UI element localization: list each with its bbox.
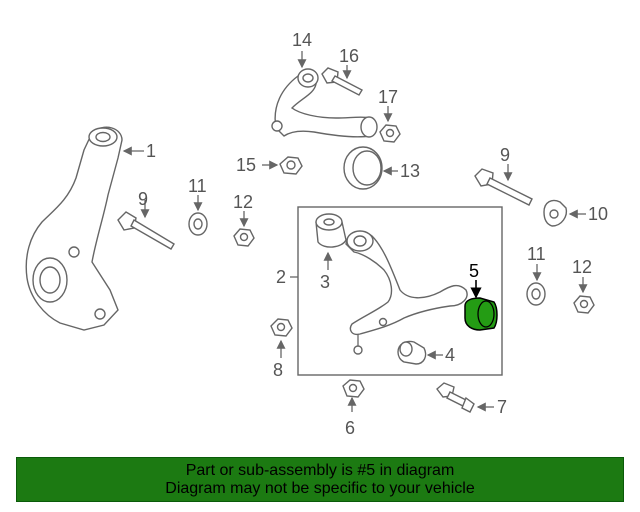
washer-11-left[interactable] — [188, 212, 208, 236]
nut-6[interactable] — [342, 379, 365, 398]
parts-diagram: 1 9 11 12 14 16 17 — [25, 30, 608, 438]
nut-17[interactable] — [379, 124, 401, 143]
upper-control-arm[interactable] — [271, 68, 378, 138]
banner-line-2: Diagram may not be specific to your vehi… — [165, 479, 475, 497]
nut-12-left[interactable] — [233, 228, 255, 247]
bushing-3[interactable] — [315, 213, 347, 248]
bolt-9-left[interactable] — [117, 211, 175, 250]
callout-3: 3 — [320, 272, 330, 292]
nut-8[interactable] — [270, 318, 293, 337]
callout-9-right: 9 — [500, 145, 510, 165]
callout-15: 15 — [236, 155, 256, 175]
callout-4: 4 — [445, 345, 455, 365]
bushing-4[interactable] — [397, 340, 427, 365]
callout-17: 17 — [378, 87, 398, 107]
callout-1: 1 — [146, 141, 156, 161]
callout-8: 8 — [273, 360, 283, 380]
callout-14: 14 — [292, 30, 312, 50]
seal-ring-13[interactable] — [343, 146, 383, 190]
callout-11-left: 11 — [188, 176, 207, 196]
callout-9-left: 9 — [138, 189, 148, 209]
callout-2: 2 — [276, 267, 286, 287]
lower-arm-assembly-box — [297, 206, 503, 376]
eccentric-washer-10[interactable] — [543, 199, 568, 227]
nut-15[interactable] — [279, 156, 303, 175]
steering-knuckle[interactable] — [25, 126, 123, 331]
callout-7: 7 — [497, 397, 507, 417]
callout-12-right: 12 — [572, 257, 592, 277]
lower-control-arm[interactable] — [345, 230, 468, 355]
callout-13: 13 — [400, 161, 420, 181]
info-banner: Part or sub-assembly is #5 in diagram Di… — [16, 457, 624, 502]
nut-12-right[interactable] — [573, 295, 595, 314]
callout-16: 16 — [339, 46, 359, 66]
washer-11-right[interactable] — [526, 282, 546, 306]
bolt-16[interactable] — [321, 67, 363, 96]
callout-6: 6 — [345, 418, 355, 438]
callout-5: 5 — [469, 261, 479, 281]
callout-11-right: 11 — [527, 244, 546, 264]
bushing-5-highlighted[interactable] — [464, 297, 498, 331]
banner-line-1: Part or sub-assembly is #5 in diagram — [185, 461, 455, 479]
callout-10: 10 — [588, 204, 608, 224]
callout-12-left: 12 — [233, 192, 253, 212]
bolt-9-right[interactable] — [474, 168, 533, 206]
bolt-7[interactable] — [436, 382, 475, 413]
